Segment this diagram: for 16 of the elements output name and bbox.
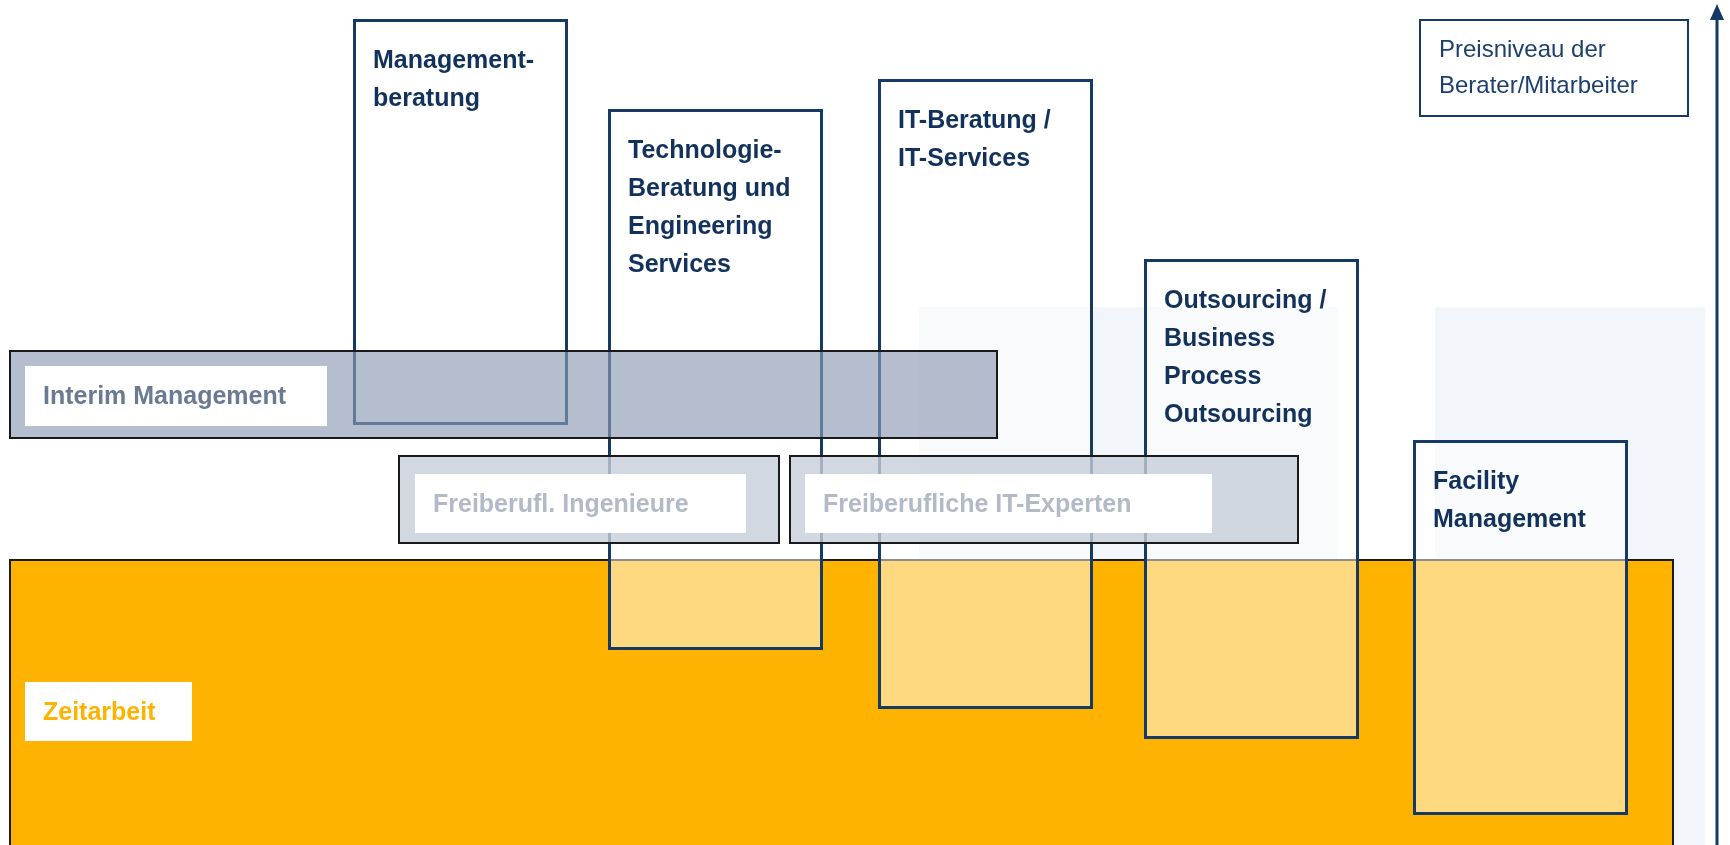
interim-band	[9, 350, 998, 439]
freelancer-band	[789, 455, 1299, 544]
band-label: Zeitarbeit	[25, 682, 192, 741]
band-label: Freiberufl. Ingenieure	[415, 474, 746, 533]
segment-label: IT-Beratung / IT-Services	[898, 104, 1052, 173]
temp-work-band	[9, 559, 1674, 845]
legend-box	[1419, 19, 1689, 117]
band-label: Freiberufliche IT-Experten	[805, 474, 1212, 533]
segment-label: Management- beratung	[373, 44, 536, 113]
segment-box	[1413, 440, 1628, 815]
axis-label: Preisniveau der Berater/Mitarbeiter	[1439, 34, 1639, 100]
segment-label: Outsourcing / Business Process Outsourcing	[1164, 284, 1328, 429]
segment-label: Technologie- Beratung und Engineering Services	[628, 134, 792, 279]
segment-label: Facility Management	[1433, 465, 1587, 534]
freelancer-band	[398, 455, 780, 544]
band-label: Interim Management	[25, 366, 327, 426]
